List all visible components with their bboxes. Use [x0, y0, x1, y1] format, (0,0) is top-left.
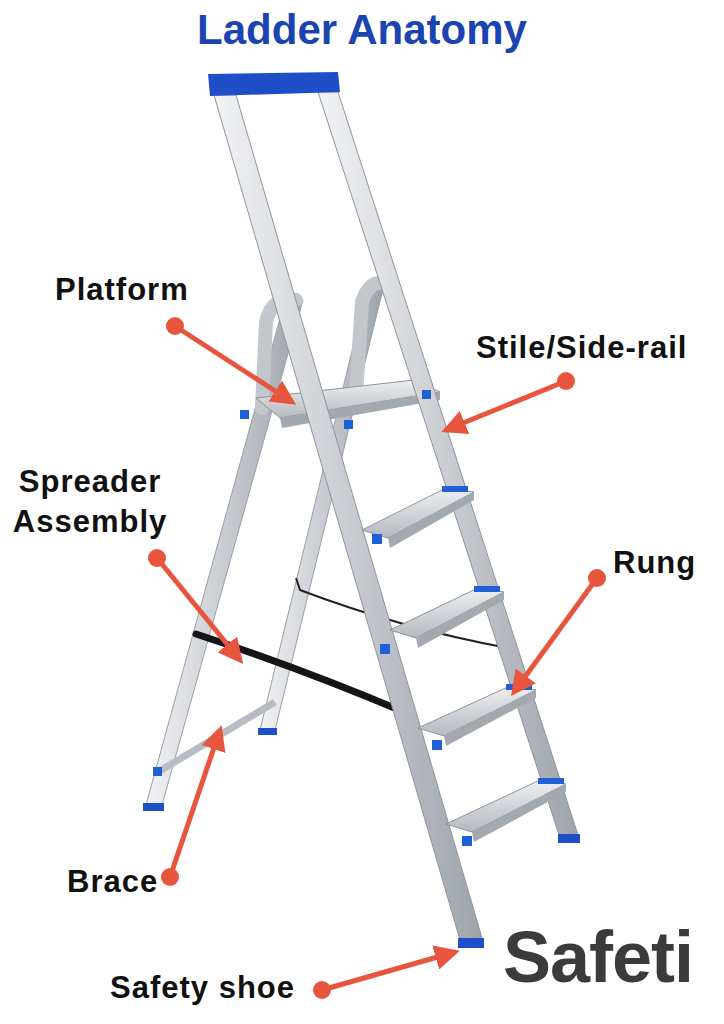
- stile: [318, 92, 578, 838]
- rung-lip: [388, 492, 474, 548]
- stile: [214, 95, 482, 940]
- part-label: Safety shoe: [110, 968, 295, 1008]
- blue-fittings: [153, 390, 564, 846]
- rung-lip: [416, 592, 504, 648]
- rear-leg: [146, 300, 303, 805]
- fitting: [474, 586, 500, 592]
- safety-shoe-foot: [143, 803, 164, 811]
- leader-line: [157, 558, 240, 660]
- top-cap: [208, 72, 340, 96]
- safety-shoe-foot: [258, 728, 277, 735]
- rung-lip: [444, 690, 536, 746]
- fitting: [240, 410, 249, 419]
- part-label: Platform: [55, 270, 189, 310]
- rung-lip: [472, 784, 566, 842]
- safety-shoe-foot: [458, 938, 484, 948]
- leader-dot: [148, 549, 166, 567]
- fitting: [462, 836, 472, 846]
- fitting: [380, 644, 390, 654]
- leader-dot: [588, 569, 606, 587]
- fitting: [372, 534, 382, 544]
- safety-shoes: [143, 728, 580, 948]
- part-label: Rung: [613, 543, 696, 583]
- fitting: [153, 767, 162, 776]
- diagram-title: Ladder Anatomy: [0, 6, 724, 54]
- leader-dot: [161, 868, 179, 886]
- part-label: Brace: [67, 862, 158, 902]
- leader-line: [322, 952, 455, 990]
- part-label: Spreader Assembly: [8, 462, 172, 543]
- hand-rail: [356, 283, 386, 394]
- fitting: [442, 486, 468, 492]
- leader-dot: [166, 317, 184, 335]
- leader-lines: [157, 326, 597, 990]
- leader-line: [170, 730, 220, 877]
- watermark: Safeti: [503, 918, 693, 997]
- part-label: Stile/Side-rail: [476, 328, 687, 368]
- leader-dots: [148, 317, 606, 999]
- ladder: [143, 72, 580, 948]
- leader-dot: [313, 981, 331, 999]
- fitting: [432, 740, 442, 750]
- fitting: [344, 420, 353, 429]
- leader-line: [446, 381, 566, 430]
- leader-line: [175, 326, 292, 402]
- fitting: [538, 778, 564, 784]
- fitting: [422, 390, 431, 399]
- leader-dot: [557, 372, 575, 390]
- safety-shoe-foot: [558, 834, 580, 843]
- leader-line: [514, 578, 597, 692]
- spreader-strap: [296, 578, 508, 648]
